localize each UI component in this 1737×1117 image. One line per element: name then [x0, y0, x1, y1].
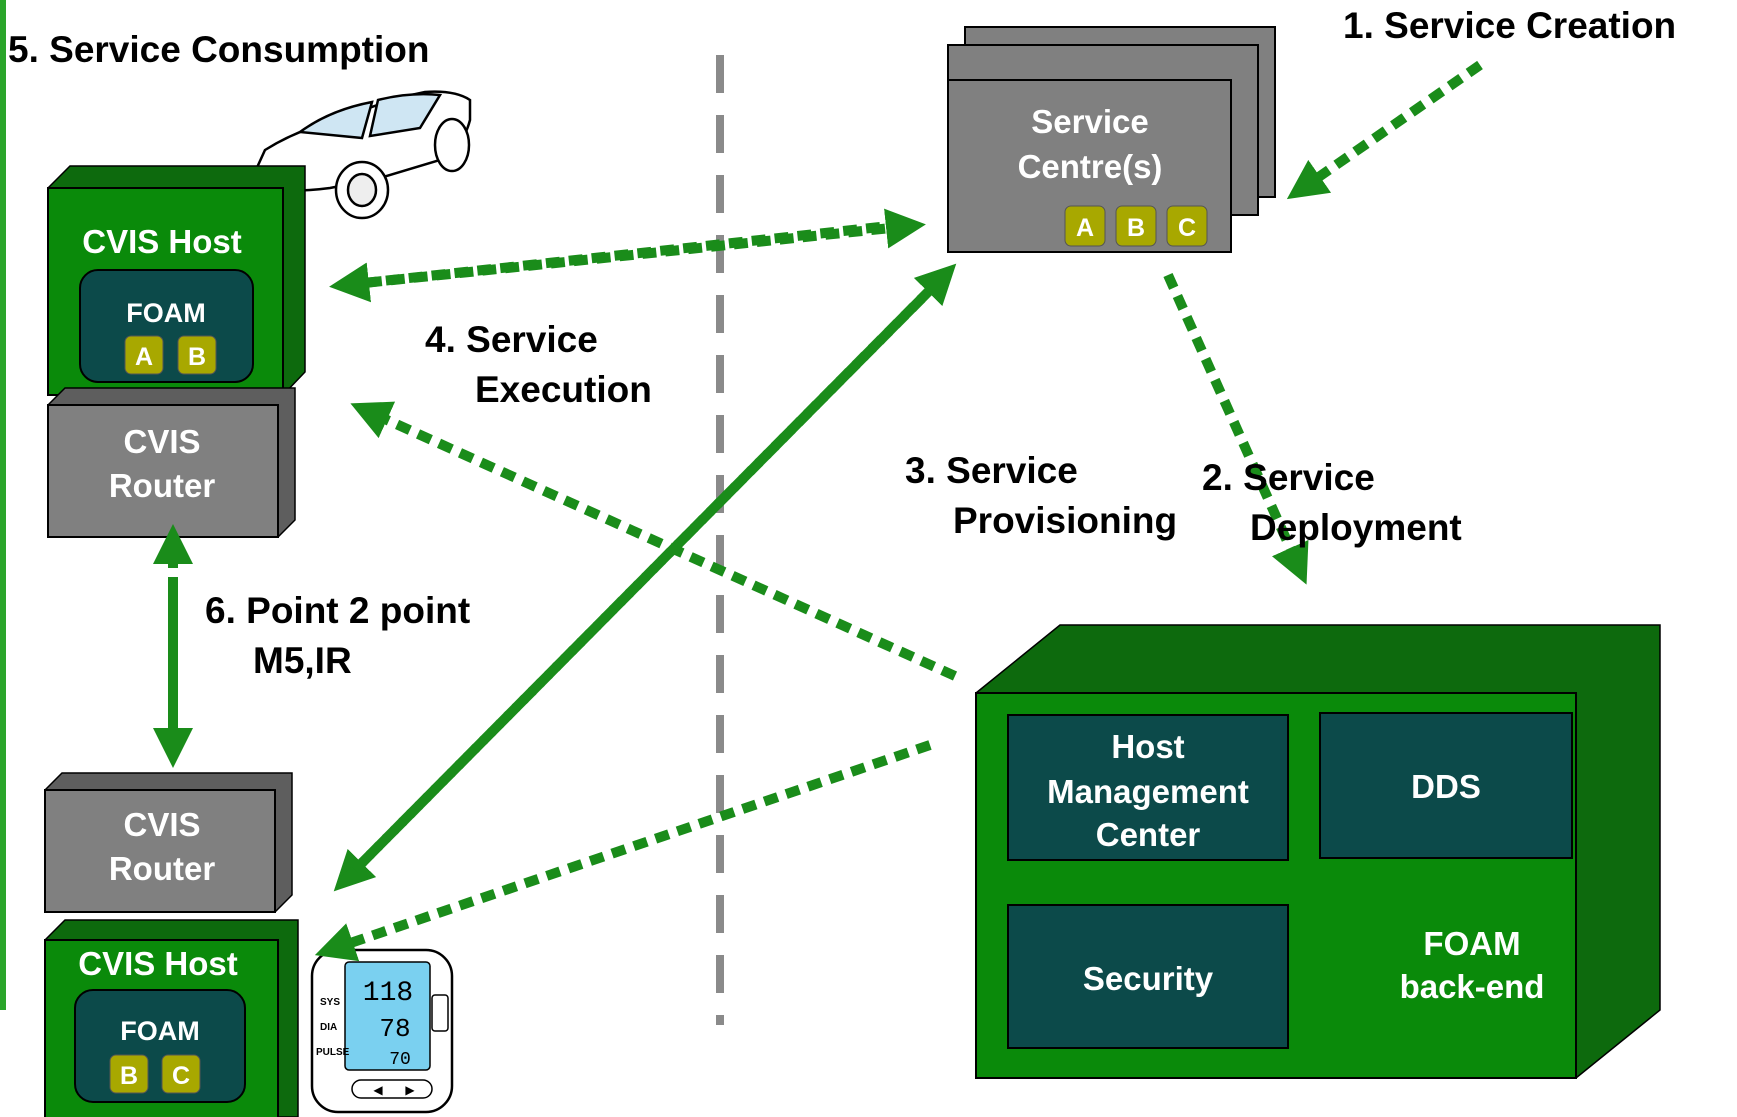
arrow-execution-to-host: [329, 222, 881, 303]
device-chip-b-label: B: [120, 1062, 138, 1090]
label-service-deployment-1: 2. Service: [1202, 457, 1375, 498]
vehicle-router-line1: CVIS: [123, 423, 200, 460]
foam-backend-line1: FOAM: [1423, 925, 1520, 962]
module-chip-c-label: C: [1178, 214, 1196, 242]
host-mgmt-line1: Host: [1111, 728, 1184, 765]
bp-pulse-label: PULSE: [316, 1047, 350, 1058]
device-router-line1: CVIS: [123, 806, 200, 843]
module-chip-a-label: A: [1076, 214, 1094, 242]
device-foam-label: FOAM: [120, 1016, 199, 1046]
device-chip-c: [161, 1054, 201, 1094]
module-chip-b-label: B: [1127, 214, 1145, 242]
flow-arrows: [153, 60, 1483, 962]
label-service-consumption: 5. Service Consumption: [8, 29, 430, 70]
car-icon: [253, 90, 472, 220]
vehicle-chip-b: [177, 335, 217, 375]
service-centre: Service Centre(s) A B C: [947, 26, 1276, 253]
vehicle-router-line2: Router: [109, 467, 215, 504]
blood-pressure-monitor-icon: SYS DIA PULSE 118 78 70 ◀ ▶: [310, 948, 454, 1114]
device-router-line2: Router: [109, 850, 215, 887]
arrow-backend-to-device: [314, 740, 932, 962]
label-service-provisioning-2: Provisioning: [953, 500, 1177, 541]
vehicle-foam-label: FOAM: [126, 298, 205, 328]
arrow-execution-to-centre: [344, 208, 926, 290]
foam-backend-line2: back-end: [1400, 968, 1545, 1005]
vehicle-host: CVIS Host FOAM A B: [47, 165, 306, 396]
arrow-service-creation: [1286, 60, 1483, 200]
bp-value-3: 70: [389, 1050, 411, 1070]
service-centre-line1: Service: [1031, 103, 1148, 140]
module-chip-b: [1115, 205, 1157, 247]
vehicle-chip-a: [124, 335, 164, 375]
svg-text:▶: ▶: [405, 1083, 415, 1097]
dds-box: [1319, 712, 1573, 859]
label-service-execution-1: 4. Service: [425, 319, 598, 360]
service-centre-line2: Centre(s): [1018, 148, 1163, 185]
security-label: Security: [1083, 960, 1214, 997]
label-point-to-point-2: M5,IR: [253, 640, 352, 681]
vehicle-host-label: CVIS Host: [82, 223, 242, 260]
host-management-center-box: [1007, 714, 1289, 861]
left-accent-bar: [0, 0, 6, 1010]
arrow-backend-to-vehicle: [350, 401, 958, 681]
arrow-service-deployment: [1163, 272, 1309, 585]
label-service-creation: 1. Service Creation: [1343, 5, 1676, 46]
bp-value-1: 118: [363, 978, 413, 1009]
bp-value-2: 78: [379, 1014, 410, 1044]
device-host-label: CVIS Host: [78, 945, 238, 982]
device-chip-c-label: C: [172, 1062, 190, 1090]
dds-label: DDS: [1411, 768, 1481, 805]
bp-sys-label: SYS: [320, 997, 340, 1008]
vehicle-router: CVIS Router: [47, 387, 296, 538]
vehicle-chip-b-label: B: [188, 343, 206, 371]
vehicle-router-box: [47, 404, 279, 538]
module-chip-a: [1064, 205, 1106, 247]
bp-dia-label: DIA: [320, 1022, 337, 1033]
host-mgmt-line2: Management: [1047, 773, 1249, 810]
device-foam-box: [74, 989, 246, 1103]
vehicle-chip-a-label: A: [135, 343, 153, 371]
module-chip-c: [1166, 205, 1208, 247]
label-service-provisioning-1: 3. Service: [905, 450, 1078, 491]
foam-backend: Host Management Center DDS Security FOAM…: [975, 624, 1661, 1079]
label-point-to-point-1: 6. Point 2 point: [205, 590, 470, 631]
security-box: [1007, 904, 1289, 1049]
svg-text:◀: ◀: [373, 1083, 383, 1097]
label-service-execution-2: Execution: [475, 369, 652, 410]
label-service-deployment-2: Deployment: [1250, 507, 1462, 548]
arrow-provisioning-to-centre: [341, 263, 957, 884]
device-router: CVIS Router: [44, 772, 293, 913]
device-host: CVIS Host FOAM B C: [44, 919, 299, 1117]
host-mgmt-line3: Center: [1096, 816, 1201, 853]
device-chip-b: [109, 1054, 149, 1094]
device-router-box: [44, 789, 276, 913]
